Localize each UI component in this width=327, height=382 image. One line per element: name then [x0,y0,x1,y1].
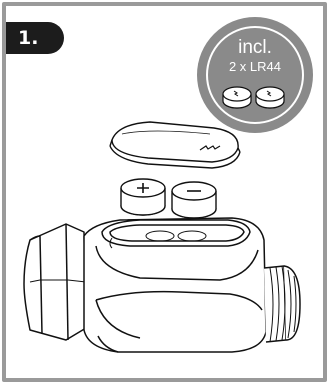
battery-icon [223,87,251,108]
battery-icon [172,182,216,218]
badge-title: incl. [238,37,272,58]
badge-subtitle: 2 x LR44 [229,59,281,74]
included-batteries-badge: incl. 2 x LR44 [197,17,313,133]
battery-icon [256,87,284,108]
device-body-icon [24,218,300,352]
battery-lid-icon [110,122,240,168]
battery-icon [121,179,165,215]
